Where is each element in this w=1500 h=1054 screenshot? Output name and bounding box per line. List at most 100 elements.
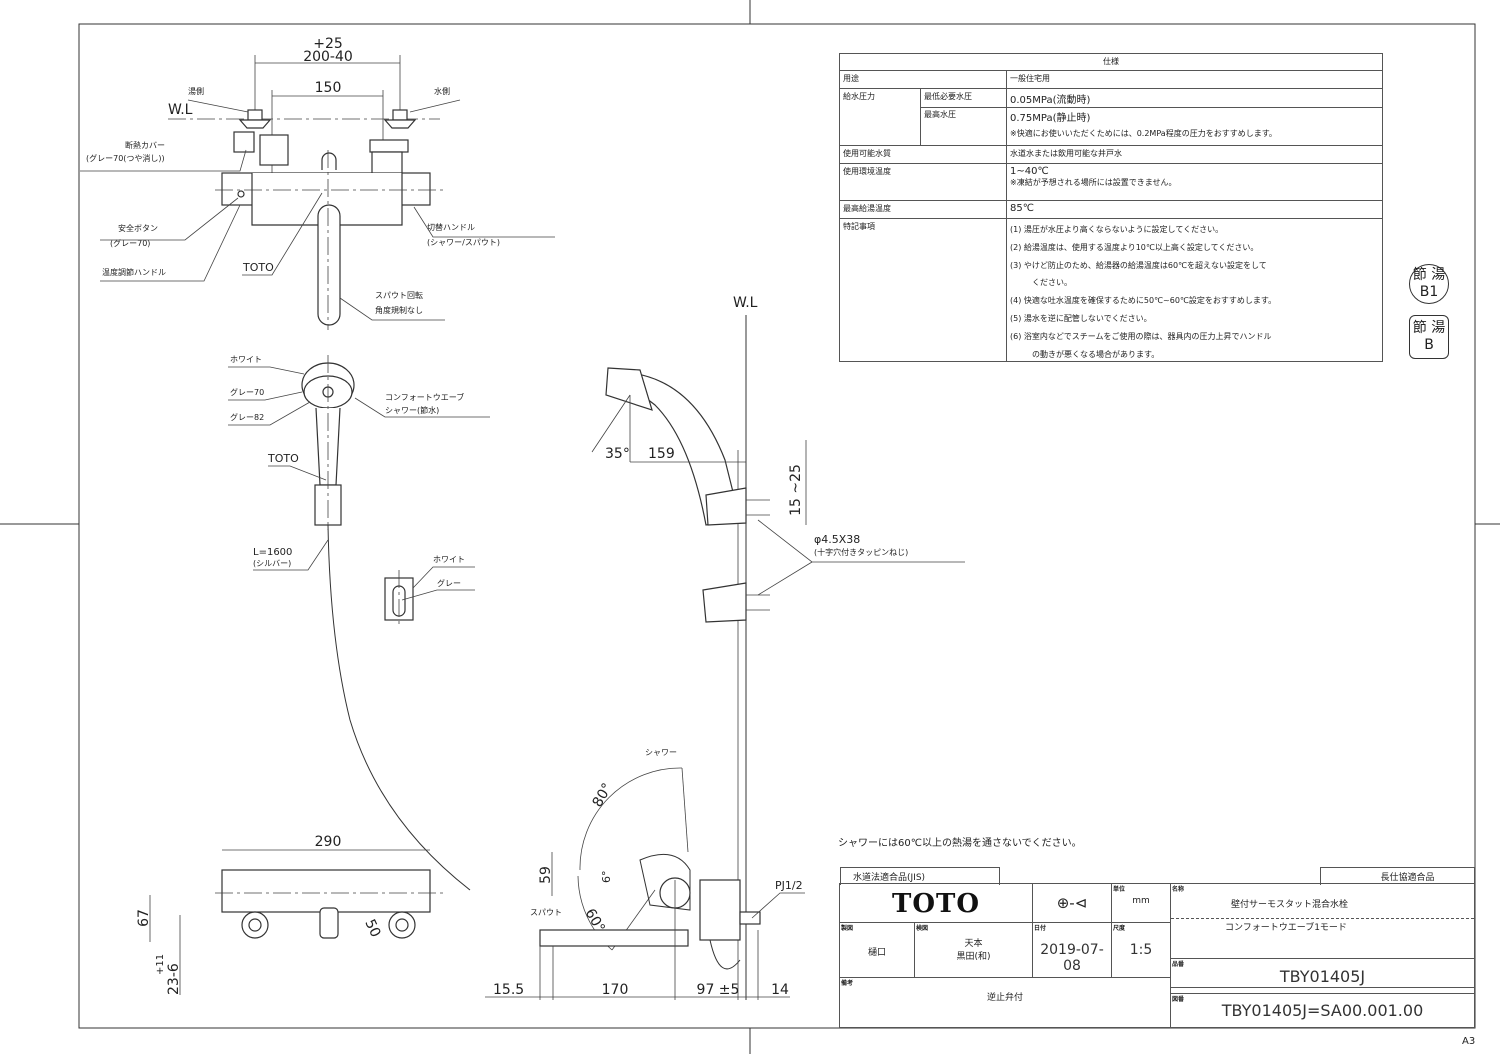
dim-handle: 50: [361, 917, 383, 940]
upper-holder: [705, 487, 747, 526]
spec-note-item: (4) 快適な吐水温度を確保するために50℃~60℃設定をおすすめします。: [1010, 296, 1277, 306]
date-label: 日付: [1034, 925, 1047, 932]
spec-row-env-temp: 使用環境温度 1~40℃ ※凍結が予想される場所には設置できません。: [840, 163, 1382, 201]
model-label: 品番: [1172, 961, 1185, 968]
valve-body-bottom: [221, 869, 431, 913]
label-hot-side: 湯側: [188, 86, 204, 96]
long-life-tab: 長仕協適合品: [1320, 867, 1475, 885]
sheet-size: A3: [1462, 1036, 1475, 1047]
dim-tol-plus: +11: [155, 954, 166, 975]
badge-line2: B: [1424, 337, 1434, 353]
spec-note-item: (6) 浴室内などでスチームをご使用の際は、器具内の圧力上昇でハンドル: [1010, 331, 1272, 341]
label-spout: スパウト: [530, 908, 562, 917]
spec-value: 0.75MPa(静止時): [1010, 113, 1091, 124]
spec-note-item: (5) 湯水を逆に配管しないでください。: [1010, 313, 1152, 323]
label-holder-gray: グレー: [437, 578, 461, 588]
spec-label: 使用可能水質: [843, 149, 891, 158]
projection-cell: ⊕-⊲: [1032, 883, 1112, 923]
label-holder-white: ホワイト: [433, 555, 465, 564]
dim-width: 290: [315, 834, 342, 850]
label-heat-cover: 断熱カバー: [125, 140, 165, 150]
dim-reach: 159: [648, 446, 675, 462]
badge-line1: 節 湯: [1412, 320, 1446, 336]
bottom-view: 290 67 50 +11 23-6: [136, 834, 445, 995]
note-cell: 備考 逆止弁付: [839, 977, 1171, 1028]
spec-label: 給水圧力: [843, 92, 875, 101]
label-cold-side: 水側: [434, 86, 450, 96]
spec-note-item: (2) 給湯温度は、使用する温度より10℃以上高く設定してください。: [1010, 242, 1259, 252]
scale-cell: 尺度 1:5: [1111, 922, 1171, 978]
spec-value: 0.05MPa(流動時): [1006, 89, 1382, 107]
label-safety-button: 安全ボタン: [118, 223, 158, 233]
drawn-cell: 製図 樋口: [839, 922, 915, 978]
spec-sublabel: 最低必要水圧: [920, 89, 1006, 107]
spec-note-item: ください。: [1032, 278, 1072, 288]
jis-tab-label: 水道法適合品(JIS): [853, 873, 926, 883]
unit-label: 単位: [1113, 886, 1126, 893]
drawing-number: TBY01405J=SA00.001.00: [1221, 1001, 1424, 1020]
spec-value: 一般住宅用: [1006, 71, 1382, 89]
name-label: 名称: [1172, 886, 1185, 893]
spec-value-group: 1~40℃ ※凍結が予想される場所には設置できません。: [1006, 164, 1382, 201]
spec-value: 85℃: [1006, 201, 1382, 219]
label-brand-mark-front: TOTO: [242, 261, 274, 274]
jis-tab: 水道法適合品(JIS): [840, 867, 1000, 885]
logo-cell: TOTO: [839, 883, 1033, 923]
spec-row-notes: 特記事項 (1) 湯圧が水圧より高くならないように設定してください。 (2) 給…: [840, 218, 1382, 361]
drawing-no-label: 図番: [1172, 996, 1185, 1003]
drawing-no-cell: 図番 TBY01405J=SA00.001.00: [1170, 993, 1475, 1028]
title-block: 水道法適合品(JIS) 長仕協適合品 TOTO ⊕-⊲ 単位 mm 名称 壁付サ…: [839, 867, 1475, 1028]
spec-sublabel: 最高水圧: [920, 107, 1006, 146]
label-temp-handle: 温度調節ハンドル: [102, 267, 166, 277]
dim-d1: 15.5: [493, 982, 524, 998]
spec-label: 用途: [843, 74, 859, 83]
spec-row-pressure: 給水圧力 最低必要水圧 0.05MPa(流動時) 最高水圧 0.75MPa(静止…: [840, 88, 1382, 146]
spec-row-usage: 用途 一般住宅用: [840, 70, 1382, 89]
dim-depth: 67: [136, 909, 152, 927]
label-spout-rotation-sub: 角度規制なし: [375, 305, 423, 315]
checked-by-2: 黒田(和): [956, 952, 991, 962]
dim-angle: 35°: [605, 446, 630, 462]
label-shower-name: コンフォートウエーブ: [385, 392, 464, 402]
dim-range: 15 ~25: [788, 464, 804, 516]
note-value: 逆止弁付: [986, 993, 1023, 1003]
unit-cell: 単位 mm: [1111, 883, 1171, 923]
dim-angle-small: 6°: [600, 871, 613, 884]
spout-arm: [539, 929, 689, 947]
water-saving-badge-b1: 節 湯 B1: [1409, 264, 1449, 304]
product-name: 壁付サーモスタット混合水栓: [1231, 900, 1349, 910]
label-shower-sub: シャワー(節水): [385, 405, 439, 415]
badge-line2: B1: [1419, 284, 1439, 300]
spec-note: ※凍結が予想される場所には設置できません。: [1010, 178, 1177, 187]
waterline-label: W.L: [168, 102, 193, 118]
warning-note: シャワーには60℃以上の熱湯を通さないでください。: [838, 836, 1082, 849]
label-shower-white: ホワイト: [230, 355, 262, 364]
date-value: 2019-07-08: [1040, 942, 1104, 974]
date-cell: 日付 2019-07-08: [1032, 922, 1112, 978]
label-shower-direction: シャワー: [645, 748, 677, 757]
shower-head-view: ホワイト グレー70 グレー82 コンフォートウエーブ シャワー(節水) TOT…: [228, 355, 490, 891]
badge-line1: 節 湯: [1412, 267, 1446, 283]
water-saving-badge-b: 節 湯 B: [1409, 315, 1449, 359]
dim-d3: 97 ±5: [697, 982, 740, 998]
spec-table: 仕様 用途 一般住宅用 給水圧力 最低必要水圧 0.05MPa(流動時) 最高水…: [839, 53, 1383, 362]
dim-d4: 14: [771, 982, 789, 998]
label-switch-handle: 切替ハンドル: [427, 222, 475, 232]
checked-by-1: 天本: [964, 939, 983, 949]
toto-logo: TOTO: [892, 889, 980, 919]
label-brand-mark-shower: TOTO: [267, 452, 299, 465]
lower-holder: [702, 582, 747, 623]
side-view: W.L 35° 159 15 ~25 φ4.5X38 (十字穴付きタッピンねじ): [591, 295, 965, 1000]
projection-symbol-icon: ⊕-⊲: [1056, 894, 1088, 912]
dim-height: 59: [538, 866, 554, 884]
label-switch-handle-sub: (シャワー/スパウト): [427, 238, 500, 247]
spec-title: 仕様: [1103, 57, 1119, 66]
drawn-by: 樋口: [867, 948, 886, 958]
label-pj: PJ1/2: [775, 879, 803, 892]
drawn-label: 製図: [841, 925, 854, 932]
safety-button: [237, 190, 245, 198]
dim-tol: 23-6: [166, 963, 182, 995]
label-hose-length: L=1600: [253, 547, 292, 558]
spout: [317, 204, 341, 326]
